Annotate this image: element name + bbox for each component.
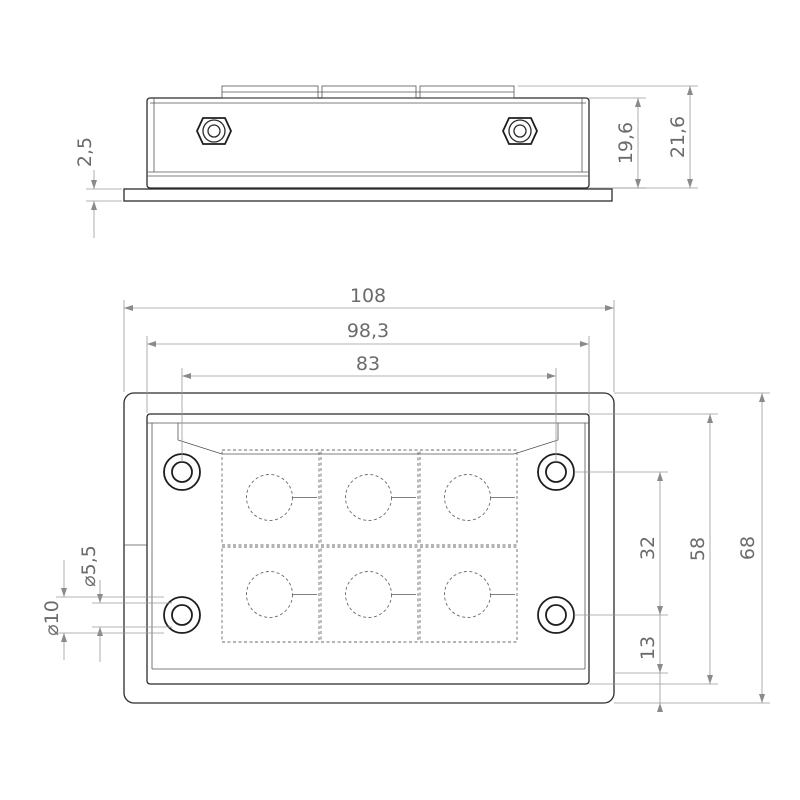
dim-frame-height: 58 xyxy=(687,537,709,561)
front-view-base-plate xyxy=(123,392,615,704)
dim-plate-thickness: 2,5 xyxy=(74,137,96,167)
dim-hole-spacing-x: 83 xyxy=(356,353,380,375)
mounting-hole-bottom-right xyxy=(537,596,575,634)
grommet-membrane xyxy=(444,571,491,618)
grommet-cell xyxy=(221,546,320,643)
side-view: 2,5 19,6 21,6 xyxy=(74,85,698,238)
side-view-base-plate xyxy=(123,188,613,202)
front-view-frame xyxy=(146,413,590,685)
grommet-cell xyxy=(320,546,419,643)
side-view-housing xyxy=(146,97,590,189)
dim-overall-height: 68 xyxy=(737,536,759,560)
side-view-hex-nut-right xyxy=(502,117,538,145)
side-view-hex-nut-left xyxy=(196,117,232,145)
grommet-membrane xyxy=(246,571,293,618)
grommet-grid xyxy=(221,449,518,643)
dim-hole-diameter-outer: ⌀10 xyxy=(41,600,63,636)
dim-hole-spacing-y: 32 xyxy=(637,536,659,560)
grommet-membrane xyxy=(345,571,392,618)
dim-frame-width: 98,3 xyxy=(347,320,389,342)
mounting-hole-bottom-left xyxy=(163,596,201,634)
front-view: 108 98,3 83 68 58 32 xyxy=(41,285,770,712)
dim-housing-height: 19,6 xyxy=(615,122,637,164)
dim-hole-diameter-inner: ⌀5,5 xyxy=(78,545,100,587)
grommet-cell xyxy=(419,546,518,643)
grommet-cell xyxy=(419,449,518,546)
grommet-membrane xyxy=(246,474,293,521)
dim-overall-width: 108 xyxy=(350,285,386,307)
grommet-membrane xyxy=(444,474,491,521)
dim-hole-offset-y: 13 xyxy=(637,636,659,660)
grommet-membrane xyxy=(345,474,392,521)
dim-total-height: 21,6 xyxy=(667,116,689,158)
grommet-cell xyxy=(320,449,419,546)
grommet-cell xyxy=(221,449,320,546)
